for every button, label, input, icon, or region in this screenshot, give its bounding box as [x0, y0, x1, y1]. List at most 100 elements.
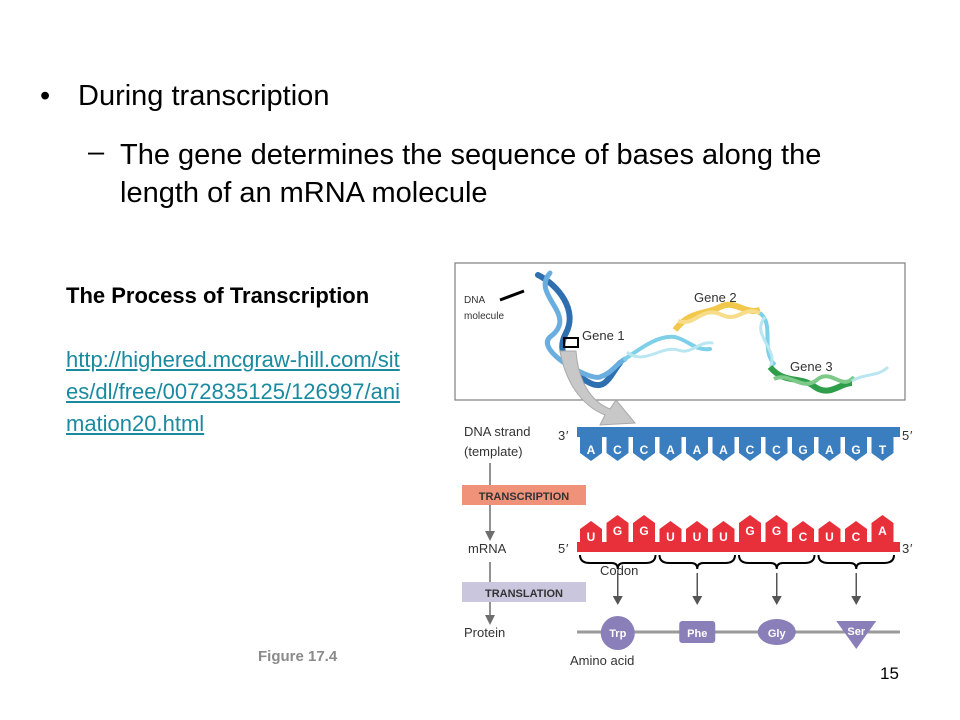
mrna-base-letter: G — [613, 524, 622, 538]
dna-base-letter: C — [772, 443, 781, 457]
mrna-base — [845, 521, 867, 542]
dna-base — [765, 437, 788, 461]
mrna-base-letter: C — [799, 530, 808, 544]
dna-base-letter: T — [879, 443, 887, 457]
codon-arrowhead — [851, 596, 862, 605]
mrna-base-letter: A — [878, 524, 887, 538]
animation-title: The Process of Transcription — [66, 283, 370, 308]
codon-brace — [658, 554, 736, 570]
codon-arrows — [612, 573, 862, 605]
gene2-to-gene3-helix — [758, 311, 777, 368]
mrna-left-end-prime: ′ — [566, 541, 569, 556]
codon-braces — [579, 554, 895, 570]
dna-molecule-pointer — [499, 289, 525, 302]
mrna-base-letter: G — [639, 524, 648, 538]
transcription-label: TRANSCRIPTION — [479, 491, 570, 503]
dna-base-letter: C — [746, 443, 755, 457]
dna-left-end: 3 — [558, 428, 565, 443]
codon-label: Codon — [600, 563, 638, 578]
mrna-base — [712, 521, 735, 542]
mrna-left-end: 5 — [558, 541, 565, 556]
dna-molecule-label-line2: molecule — [464, 311, 504, 322]
translation-label: TRANSLATION — [485, 588, 563, 600]
gene2-label: Gene 2 — [694, 290, 737, 305]
mrna-label: mRNA — [468, 541, 507, 556]
gene2-helix — [672, 301, 764, 332]
dna-base — [606, 437, 629, 461]
translation-box — [462, 582, 586, 602]
dna-base-letter: A — [825, 443, 834, 457]
transcription-diagram: DNA molecule Gene 1 Gene 2 Gene 3 DNA st… — [454, 262, 913, 668]
mrna-base-letter: G — [745, 524, 754, 538]
mrna-right-end: 3 — [902, 541, 909, 556]
dna-base-letter: A — [666, 443, 675, 457]
dna-strand-label-line1: DNA strand — [464, 424, 530, 439]
dna-base-letter: G — [851, 443, 860, 457]
mrna-base — [580, 521, 602, 542]
codon-arrowhead — [771, 596, 782, 605]
amino-acid-shape — [600, 616, 635, 650]
mrna-base — [633, 515, 655, 542]
figure-label: Figure 17.4 — [258, 648, 338, 665]
dna-base-letter: G — [798, 443, 807, 457]
dna-base — [712, 437, 735, 461]
mrna-base-letter: U — [666, 530, 675, 544]
amino-acid-label: Amino acid — [570, 653, 634, 668]
gene3-helix — [767, 364, 890, 394]
dna-base-letter: C — [613, 443, 622, 457]
animation-link[interactable]: http://highered.mcgraw-hill.com/sites/dl… — [66, 347, 400, 436]
mrna-base — [871, 515, 894, 542]
amino-acid-name: Ser — [847, 626, 865, 638]
dna-base — [659, 437, 682, 461]
dna-base — [686, 437, 708, 461]
mrna-base — [659, 521, 682, 542]
mrna-backbone — [577, 542, 900, 552]
dna-left-end-prime: ′ — [566, 428, 569, 443]
mrna-base — [765, 515, 788, 542]
dna-base — [580, 437, 602, 461]
mrna-base-letter: U — [825, 530, 834, 544]
amino-acid-name: Gly — [768, 628, 787, 640]
mrna-base — [686, 521, 708, 542]
dna-base-letter: A — [719, 443, 728, 457]
gene1-label: Gene 1 — [582, 328, 625, 343]
bullet-symbol: • — [40, 80, 51, 112]
mrna-base-letter: U — [587, 530, 596, 544]
translation-arrowhead — [485, 615, 495, 625]
codon-arrowhead — [612, 596, 623, 605]
sub-bullet-text: The gene determines the sequence of base… — [120, 139, 822, 209]
mrna-base — [739, 515, 761, 542]
dna-strand-label-line2: (template) — [464, 444, 523, 459]
codon-brace — [817, 554, 895, 570]
amino-acid-shape — [757, 619, 796, 645]
mrna-right-end-prime: ′ — [910, 541, 913, 556]
codon-arrowhead — [692, 596, 703, 605]
amino-acids: Trp Phe Gly Ser — [600, 616, 877, 650]
gene3-label: Gene 3 — [790, 359, 833, 374]
dna-base — [871, 437, 894, 461]
amino-acid-name: Trp — [609, 628, 626, 640]
amino-acid-shape — [679, 621, 716, 643]
mrna-base-letter: C — [852, 530, 861, 544]
mrna-base-letter: U — [719, 530, 728, 544]
codon-brace — [579, 554, 657, 570]
amino-acid-shape — [836, 621, 877, 649]
protein-label: Protein — [464, 625, 505, 640]
mrna-base — [606, 515, 629, 542]
dna-right-end-prime: ′ — [910, 428, 913, 443]
mrna-base-letter: G — [772, 524, 781, 538]
transcription-box — [462, 485, 586, 505]
page-number: 15 — [880, 664, 899, 683]
mrna-base — [818, 521, 841, 542]
codon-brace — [738, 554, 816, 570]
dna-base — [818, 437, 841, 461]
amino-acid-name: Phe — [687, 628, 707, 640]
dna-strand-backbone — [577, 427, 900, 437]
mrna-base — [792, 521, 814, 542]
bullet-text: During transcription — [78, 80, 330, 112]
mrna-base-letter: U — [693, 530, 702, 544]
dna-molecule-label-line1: DNA — [464, 295, 485, 306]
dna-base — [633, 437, 655, 461]
